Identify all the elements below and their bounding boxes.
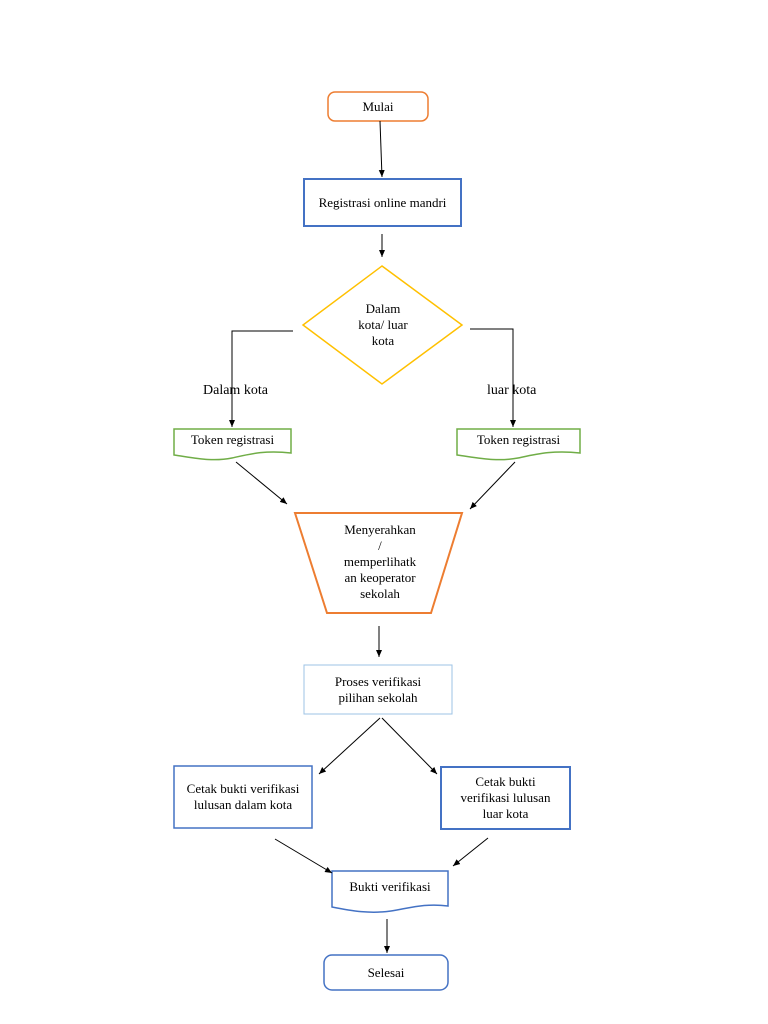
edge-label-inner-city: Dalam kota xyxy=(203,383,268,398)
handover-manual-shape xyxy=(293,512,464,614)
verification-label: Proses verifikasi pilihan sekolah xyxy=(334,673,422,705)
location-decision-shape xyxy=(301,265,464,385)
arrow-decision-to-token-right xyxy=(470,328,516,427)
arrow-token-right-to-handover xyxy=(469,461,516,510)
token-left-label: Token registrasi xyxy=(190,432,275,447)
print-outer-city-process-shape xyxy=(440,766,571,830)
arrow-verification-to-print-left xyxy=(318,717,381,775)
arrow-print-right-to-proof xyxy=(452,837,489,867)
print-outer-city-label: Cetak bukti verifikasi lulusan luar kota xyxy=(460,774,551,821)
token-left-document-shape xyxy=(173,428,292,461)
end-label: Selesai xyxy=(367,964,405,980)
proof-label: Bukti verifikasi xyxy=(349,879,431,894)
verification-process-shape xyxy=(303,664,453,715)
arrow-token-left-to-handover xyxy=(235,461,288,505)
arrow-print-left-to-proof xyxy=(274,838,333,874)
proof-document-shape xyxy=(331,870,449,913)
edge-label-outer-city: luar kota xyxy=(487,383,537,398)
start-terminal-shape xyxy=(327,91,429,122)
start-label: Mulai xyxy=(362,98,394,114)
arrow-verification-to-print-right xyxy=(381,717,438,775)
arrow-start-to-registration xyxy=(378,120,385,178)
handover-label: Menyerahkan / memperlihatk an keoperator… xyxy=(343,522,417,601)
registration-process-shape xyxy=(303,178,462,227)
token-right-label: Token registrasi xyxy=(476,432,561,447)
print-inner-city-process-shape xyxy=(173,765,313,829)
print-inner-city-label: Cetak bukti verifikasi lulusan dalam kot… xyxy=(186,781,300,812)
token-right-document-shape xyxy=(456,428,581,461)
registration-label: Registrasi online mandri xyxy=(318,194,447,210)
arrow-decision-to-token-left xyxy=(229,330,293,427)
decision-label: Dalam kota/ luar kota xyxy=(358,301,408,348)
end-terminal-shape xyxy=(323,954,449,991)
